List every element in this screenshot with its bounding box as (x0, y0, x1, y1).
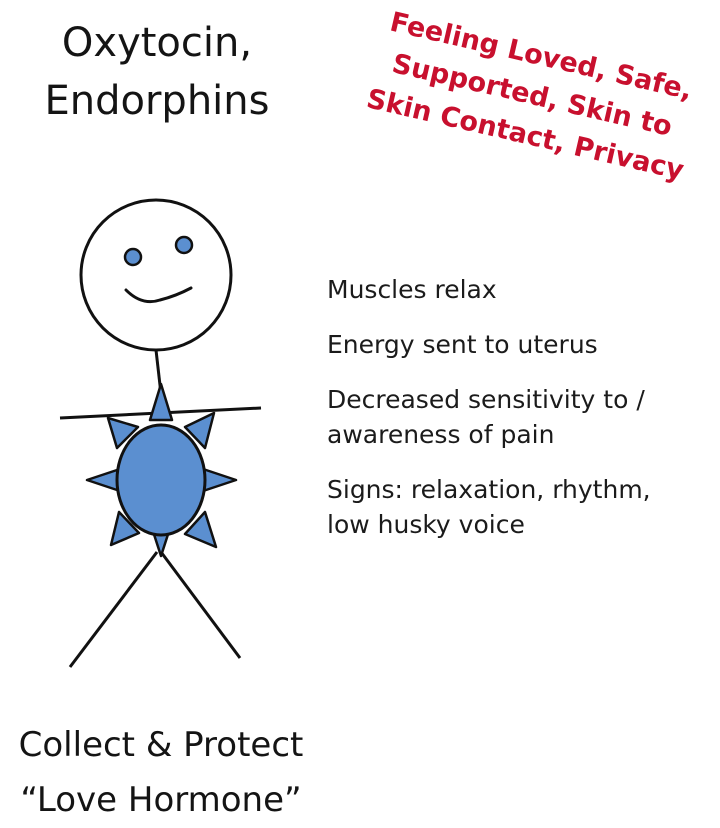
left-eye-icon (125, 249, 141, 265)
torso-sun-icon (117, 425, 205, 535)
ray-right-icon (203, 469, 236, 491)
caption-line-1: Collect & Protect (0, 718, 322, 773)
caption: Collect & Protect “Love Hormone” (0, 718, 322, 828)
effect-item: Muscles relax (327, 272, 717, 307)
ray-left-icon (87, 469, 120, 491)
hormones-title-line-2: Endorphins (12, 72, 302, 130)
effect-text: low husky voice (327, 507, 717, 542)
right-eye-icon (176, 237, 192, 253)
left-leg-line (70, 552, 157, 667)
right-leg-line (161, 552, 240, 658)
head-circle (81, 200, 231, 350)
effect-item: Energy sent to uterus (327, 327, 717, 362)
effect-item: Decreased sensitivity to / awareness of … (327, 382, 717, 452)
effect-text: Muscles relax (327, 272, 717, 307)
effect-item: Signs: relaxation, rhythm, low husky voi… (327, 472, 717, 542)
effect-text: awareness of pain (327, 417, 717, 452)
hormones-title-line-1: Oxytocin, (12, 14, 302, 72)
effect-text: Decreased sensitivity to / (327, 382, 717, 417)
effect-text: Energy sent to uterus (327, 327, 717, 362)
ray-top-icon (150, 384, 172, 420)
stick-figure-icon (40, 180, 300, 680)
hormones-title: Oxytocin, Endorphins (12, 14, 302, 130)
effects-list: Muscles relax Energy sent to uterus Decr… (327, 272, 717, 562)
triggers-label: Feeling Loved, Safe, Supported, Skin to … (363, 2, 702, 191)
caption-line-2: “Love Hormone” (0, 773, 322, 828)
effect-text: Signs: relaxation, rhythm, (327, 472, 717, 507)
